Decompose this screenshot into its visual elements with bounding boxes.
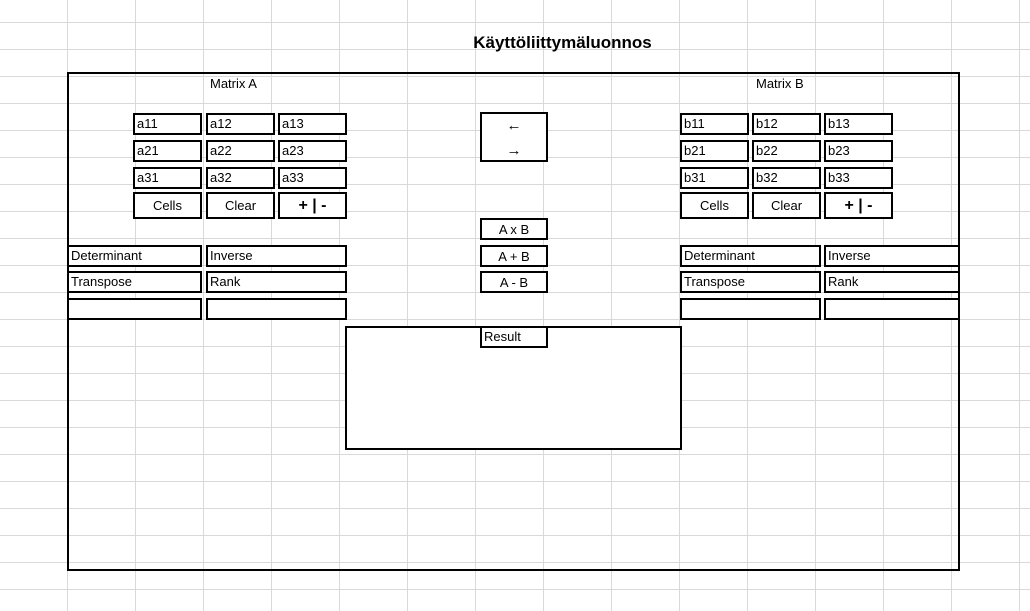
matrix-b-plusminus-button[interactable]: + | - [824, 192, 893, 219]
matrix-b-cell-b31[interactable]: b31 [680, 167, 749, 189]
matrix-b-inverse-button[interactable]: Inverse [824, 245, 960, 267]
matrix-a-rank-button[interactable]: Rank [206, 271, 347, 293]
subtract-button[interactable]: A - B [480, 271, 548, 293]
matrix-b-cell-b22[interactable]: b22 [752, 140, 821, 162]
matrix-a-output-left [67, 298, 202, 320]
matrix-b-output-right [824, 298, 960, 320]
result-label: Result [480, 326, 548, 348]
add-button[interactable]: A + B [480, 245, 548, 267]
matrix-a-cells-button[interactable]: Cells [133, 192, 202, 219]
matrix-a-cell-a22[interactable]: a22 [206, 140, 275, 162]
matrix-a-cell-a32[interactable]: a32 [206, 167, 275, 189]
matrix-a-determinant-button[interactable]: Determinant [67, 245, 202, 267]
workspace-frame [67, 72, 960, 571]
matrix-b-cell-b12[interactable]: b12 [752, 113, 821, 135]
copy-b-to-a-arrow-icon[interactable]: ← [506, 116, 522, 134]
copy-a-to-b-arrow-icon[interactable]: → [506, 141, 522, 159]
matrix-b-cell-b11[interactable]: b11 [680, 113, 749, 135]
matrix-a-cell-a12[interactable]: a12 [206, 113, 275, 135]
matrix-a-output-right [206, 298, 347, 320]
page-title: Käyttöliittymäluonnos [473, 33, 652, 52]
matrix-a-cell-a21[interactable]: a21 [133, 140, 202, 162]
matrix-a-cell-a11[interactable]: a11 [133, 113, 202, 135]
matrix-a-cell-a13[interactable]: a13 [278, 113, 347, 135]
matrix-b-cells-button[interactable]: Cells [680, 192, 749, 219]
matrix-a-inverse-button[interactable]: Inverse [206, 245, 347, 267]
matrix-b-cell-b23[interactable]: b23 [824, 140, 893, 162]
matrix-a-clear-button[interactable]: Clear [206, 192, 275, 219]
matrix-b-rank-button[interactable]: Rank [824, 271, 960, 293]
matrix-a-cell-a23[interactable]: a23 [278, 140, 347, 162]
matrix-b-cell-b33[interactable]: b33 [824, 167, 893, 189]
matrix-a-transpose-button[interactable]: Transpose [67, 271, 202, 293]
transfer-arrows-panel: ← → [480, 112, 548, 162]
matrix-b-cell-b32[interactable]: b32 [752, 167, 821, 189]
matrix-b-transpose-button[interactable]: Transpose [680, 271, 821, 293]
matrix-a-label: Matrix A [210, 76, 257, 91]
matrix-b-output-left [680, 298, 821, 320]
matrix-b-determinant-button[interactable]: Determinant [680, 245, 821, 267]
matrix-a-plusminus-button[interactable]: + | - [278, 192, 347, 219]
multiply-button[interactable]: A x B [480, 218, 548, 240]
matrix-b-cell-b13[interactable]: b13 [824, 113, 893, 135]
matrix-a-cell-a31[interactable]: a31 [133, 167, 202, 189]
matrix-b-label: Matrix B [756, 76, 804, 91]
matrix-a-cell-a33[interactable]: a33 [278, 167, 347, 189]
matrix-b-clear-button[interactable]: Clear [752, 192, 821, 219]
matrix-b-cell-b21[interactable]: b21 [680, 140, 749, 162]
